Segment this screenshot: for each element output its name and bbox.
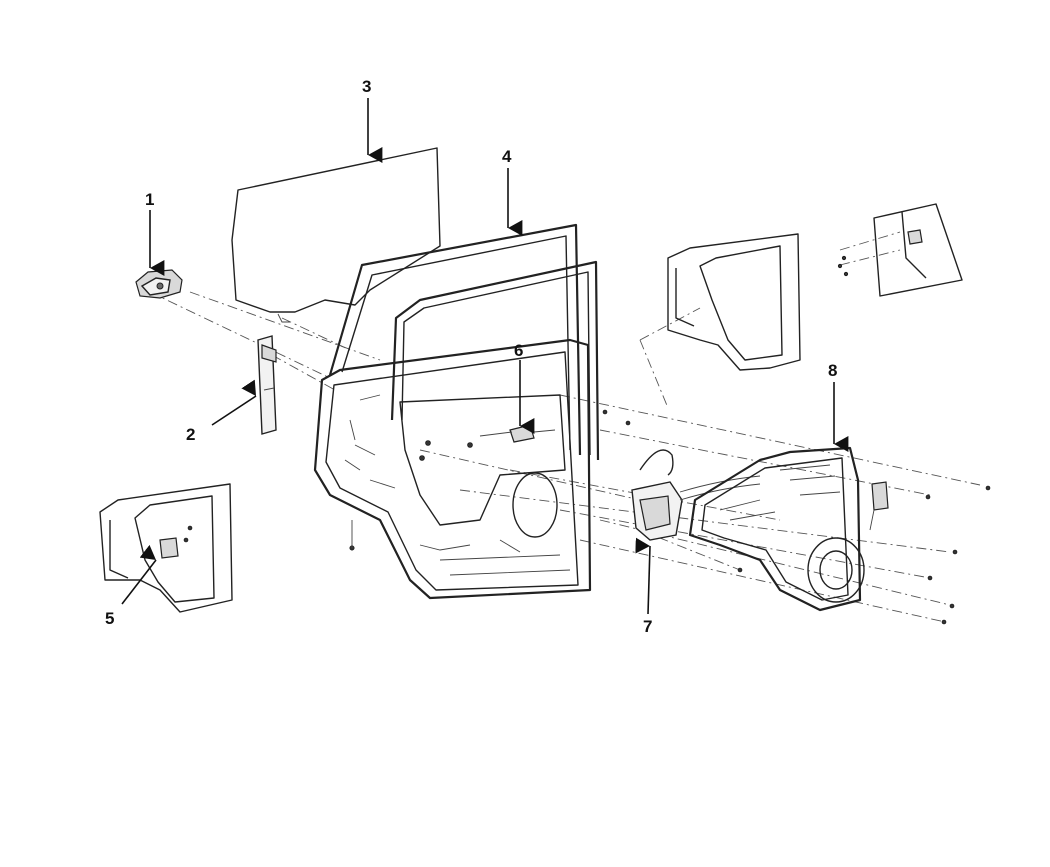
door-frame-weatherstrip	[328, 223, 600, 461]
callout-4: 4	[502, 147, 512, 166]
door-module	[688, 446, 991, 625]
door-glass	[231, 147, 441, 323]
leader-arrows	[121, 98, 849, 615]
door-inner-panel	[313, 338, 631, 600]
callout-5: 5	[105, 609, 114, 628]
door-checker	[479, 424, 556, 443]
leader-7	[635, 537, 651, 615]
callout-8: 8	[828, 361, 837, 380]
callout-labels: 1 2 3 4 5 6 7 8	[105, 77, 837, 636]
inset-detail	[837, 203, 963, 297]
lower-hinge	[257, 335, 277, 435]
body-pillar-upper-right	[667, 233, 801, 371]
callout-2: 2	[186, 425, 195, 444]
callout-3: 3	[362, 77, 371, 96]
body-pillar-lower-left	[99, 483, 233, 613]
upper-hinge	[135, 269, 183, 299]
callout-7: 7	[643, 617, 652, 636]
callout-6: 6	[514, 341, 523, 360]
leader-5	[121, 544, 157, 605]
callout-1: 1	[145, 190, 154, 209]
leader-2	[211, 379, 257, 426]
door-latch	[631, 449, 761, 541]
